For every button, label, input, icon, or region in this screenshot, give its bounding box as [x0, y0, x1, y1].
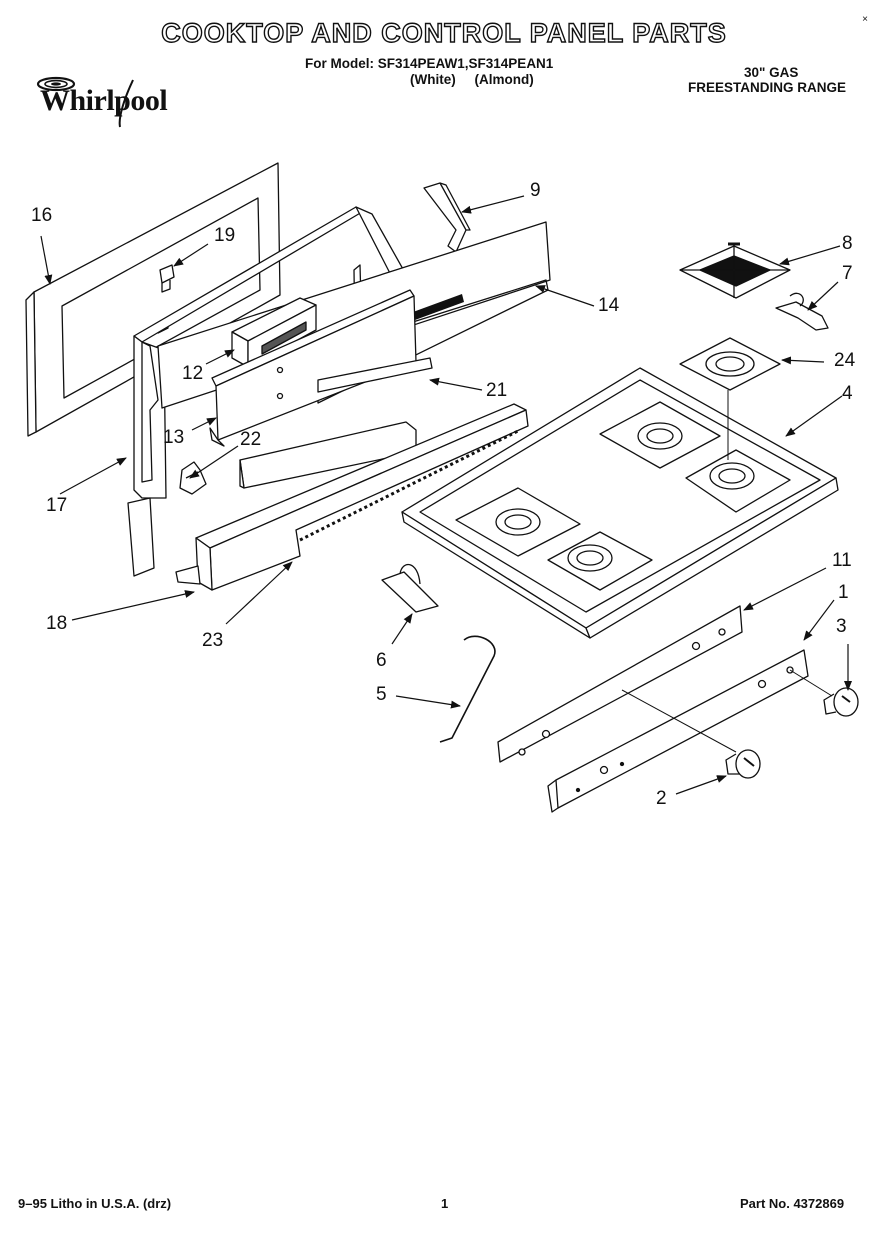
- callout-6: 6: [376, 650, 387, 671]
- callout-1: 1: [838, 582, 849, 603]
- footer-print-info: 9–95 Litho in U.S.A. (drz): [18, 1196, 172, 1211]
- callout-21: 21: [486, 380, 508, 401]
- callout-18: 18: [46, 613, 68, 634]
- callout-2: 2: [656, 788, 667, 809]
- corner-mark: ×: [862, 14, 868, 25]
- callout-13: 13: [163, 427, 185, 448]
- part-1-manifold-panel: [547, 649, 809, 813]
- part-21-bracket: [239, 357, 433, 489]
- part-22-clip: [179, 461, 207, 495]
- product-size: 30" GAS: [744, 65, 799, 80]
- callout-24: 24: [834, 350, 856, 371]
- part-23-vent-rail: [175, 403, 529, 591]
- part-24-burner-pad: [679, 337, 781, 460]
- callout-5: 5: [376, 684, 387, 705]
- callout-22: 22: [240, 429, 262, 450]
- callout-9: 9: [530, 180, 541, 201]
- part-16-glass-panel: [25, 162, 281, 437]
- leader-lines: [40, 195, 852, 795]
- part-12-clock: [231, 297, 317, 368]
- footer-part-number: Part No. 4372869: [740, 1196, 845, 1211]
- logo-swirl-icon: [36, 76, 134, 128]
- callout-8: 8: [842, 233, 853, 254]
- brand-wordmark: Whirlpool: [40, 84, 168, 117]
- callout-23: 23: [202, 630, 224, 651]
- page-title: COOKTOP AND CONTROL PANEL PARTS: [161, 17, 727, 48]
- callout-17: 17: [46, 495, 68, 516]
- callout-16: 16: [31, 205, 53, 226]
- footer-page-number: 1: [441, 1196, 449, 1211]
- part-4-cooktop: [401, 367, 839, 639]
- part-3-knob: [823, 687, 859, 717]
- callout-14: 14: [598, 295, 620, 316]
- part-6-bracket: [381, 564, 439, 613]
- callout-7: 7: [842, 263, 853, 284]
- part-5-wire: [439, 635, 496, 743]
- callout-11: 11: [832, 550, 852, 571]
- callout-12: 12: [182, 363, 204, 384]
- whirlpool-logo: Whirlpool: [30, 72, 190, 132]
- model-numbers: For Model: SF314PEAW1,SF314PEAN1: [305, 56, 554, 71]
- part-17-control-frame: [127, 206, 409, 577]
- callout-19: 19: [214, 225, 236, 246]
- callout-3: 3: [836, 616, 847, 637]
- model-colors: (White) (Almond): [410, 72, 534, 87]
- part-9-bracket: [423, 182, 471, 253]
- part-13-shield: [209, 289, 417, 447]
- callout-4: 4: [842, 383, 853, 404]
- part-11-front-rail: [497, 605, 743, 763]
- product-type: FREESTANDING RANGE: [688, 80, 847, 95]
- part-8-grate: [679, 242, 791, 299]
- part-7-spring-clip: [775, 292, 829, 331]
- part-2-knob: [725, 749, 761, 779]
